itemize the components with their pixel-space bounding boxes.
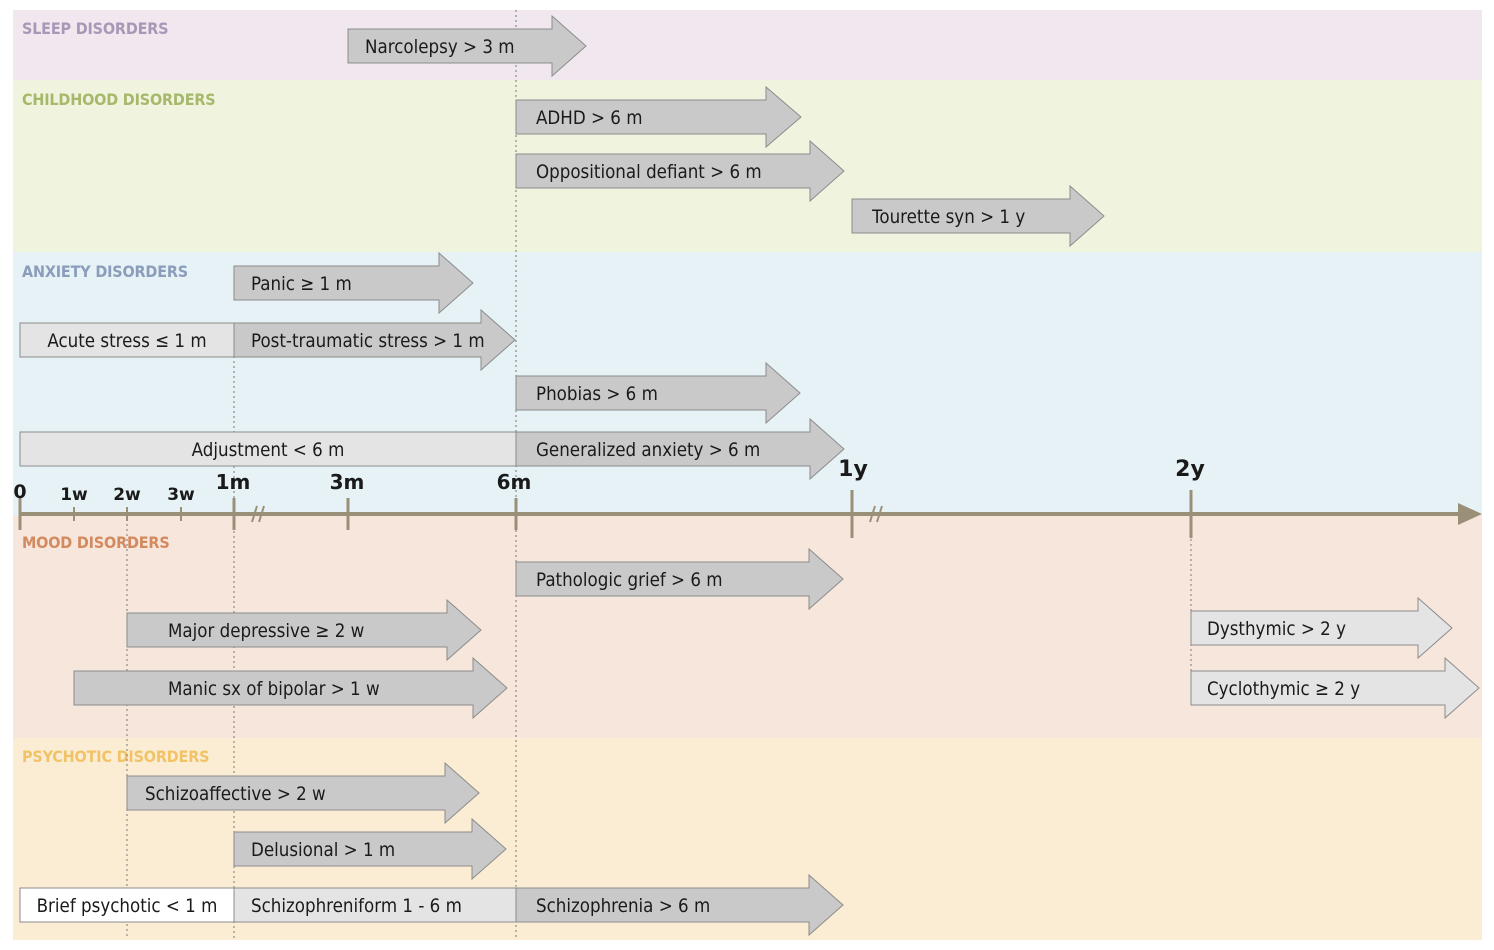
arrow-shape (515, 547, 844, 611)
arrow-tourette: Tourette syn > 1 y (851, 184, 1105, 248)
arrow-shape (233, 817, 507, 881)
axis-tick-label-3w: 3w (167, 485, 195, 505)
arrow-label: Pathologic grief > 6 m (536, 569, 723, 591)
arrow-shape (1190, 596, 1453, 660)
axis-tick-label-1y: 1y (838, 457, 868, 482)
arrow-schizophreniform: Schizophreniform 1 - 6 m (233, 887, 517, 923)
arrow-label: Manic sx of bipolar > 1 w (168, 678, 380, 700)
sleep-disorders-label: SLEEP DISORDERS (22, 19, 169, 38)
arrow-shape (19, 431, 517, 467)
arrow-shape (851, 184, 1105, 248)
axis-tick-label-6m: 6m (497, 470, 532, 494)
arrow-shape (515, 361, 801, 425)
arrow-major-depressive: Major depressive ≥ 2 w (126, 598, 482, 662)
arrow-shape (233, 251, 474, 315)
arrow-shape (19, 322, 235, 358)
axis-tick-label-1w: 1w (60, 485, 88, 505)
arrow-adjustment: Adjustment < 6 m (19, 431, 517, 467)
arrow-label: Acute stress ≤ 1 m (47, 330, 206, 352)
arrow-shape (73, 656, 508, 720)
arrow-shape (1190, 656, 1480, 720)
arrow-adhd: ADHD > 6 m (515, 85, 802, 149)
axis-tick-label-2w: 2w (113, 485, 141, 505)
arrow-narcolepsy: Narcolepsy > 3 m (347, 14, 587, 78)
arrow-label: Generalized anxiety > 6 m (536, 439, 760, 461)
arrow-shape (126, 761, 480, 825)
arrow-oppositional: Oppositional defiant > 6 m (515, 139, 845, 203)
arrow-shape (515, 85, 802, 149)
axis-tick-label-1m: 1m (216, 470, 251, 494)
arrow-label: Delusional > 1 m (251, 839, 395, 861)
arrow-label: ADHD > 6 m (536, 107, 643, 129)
axis-break-2 (869, 505, 883, 523)
arrow-delusional: Delusional > 1 m (233, 817, 507, 881)
arrow-label: Schizophrenia > 6 m (536, 895, 710, 917)
arrow-panic: Panic ≥ 1 m (233, 251, 474, 315)
arrow-schizophrenia: Schizophrenia > 6 m (515, 873, 844, 937)
arrow-label: Post-traumatic stress > 1 m (251, 330, 485, 352)
arrow-label: Oppositional defiant > 6 m (536, 161, 762, 183)
sleep-band (13, 10, 1482, 80)
arrow-label: Schizophreniform 1 - 6 m (251, 895, 462, 917)
arrow-shape (19, 887, 235, 923)
arrow-dysthymic: Dysthymic > 2 y (1190, 596, 1453, 660)
arrow-cyclothymic: Cyclothymic ≥ 2 y (1190, 656, 1480, 720)
childhood-disorders-label: CHILDHOOD DISORDERS (22, 90, 216, 109)
arrow-label: Brief psychotic < 1 m (37, 895, 218, 917)
arrow-ptsd: Post-traumatic stress > 1 m (233, 308, 516, 372)
arrow-pathologic-grief: Pathologic grief > 6 m (515, 547, 844, 611)
arrow-phobias: Phobias > 6 m (515, 361, 801, 425)
arrow-label: Narcolepsy > 3 m (365, 36, 515, 58)
arrow-manic: Manic sx of bipolar > 1 w (73, 656, 508, 720)
mood-disorders-label: MOOD DISORDERS (22, 533, 170, 552)
axis-tick-label-0: 0 (13, 481, 26, 503)
arrow-label: Phobias > 6 m (536, 383, 658, 405)
arrow-gad: Generalized anxiety > 6 m (515, 417, 845, 481)
arrow-label: Dysthymic > 2 y (1207, 618, 1346, 640)
arrow-schizoaffective: Schizoaffective > 2 w (126, 761, 480, 825)
axis-tick-label-3m: 3m (330, 470, 365, 494)
disorder-arrows: Narcolepsy > 3 m ADHD > 6 m Oppositional d… (19, 14, 1480, 937)
time-axis: 0 1w 2w 3w 1m 3m 6m 1y 2y (13, 457, 1482, 538)
psychotic-disorders-label: PSYCHOTIC DISORDERS (22, 747, 210, 766)
arrow-acute-stress: Acute stress ≤ 1 m (19, 322, 235, 358)
arrow-brief-psychotic: Brief psychotic < 1 m (19, 887, 235, 923)
arrow-shape (515, 139, 845, 203)
arrow-label: Cyclothymic ≥ 2 y (1207, 678, 1361, 700)
arrow-shape (515, 873, 844, 937)
arrow-shape (347, 14, 587, 78)
axis-arrowhead (1458, 503, 1482, 525)
axis-break-1 (251, 505, 265, 523)
arrow-label: Schizoaffective > 2 w (145, 783, 326, 805)
arrow-shape (515, 417, 845, 481)
arrow-label: Major depressive ≥ 2 w (168, 620, 364, 642)
axis-tick-label-2y: 2y (1175, 457, 1205, 482)
arrow-label: Adjustment < 6 m (192, 439, 345, 461)
arrow-shape (126, 598, 482, 662)
arrow-shape (233, 308, 516, 372)
arrow-label: Panic ≥ 1 m (251, 273, 352, 295)
anxiety-disorders-label: ANXIETY DISORDERS (22, 262, 188, 281)
arrow-label: Tourette syn > 1 y (871, 206, 1026, 228)
